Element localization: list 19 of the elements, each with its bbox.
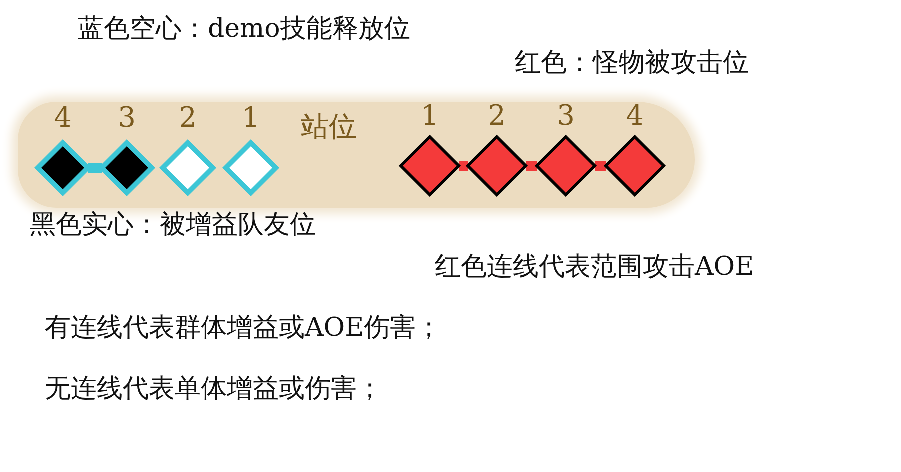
connector-line (526, 161, 537, 171)
note-text: 蓝色空心：demo技能释放位 (78, 14, 410, 46)
position-number: 3 (557, 102, 575, 130)
note-text: 红色连线代表范围攻击AOE (435, 252, 754, 284)
position-number: 1 (421, 102, 439, 130)
connector-line (88, 163, 102, 173)
position-number: 2 (488, 102, 506, 130)
band-title: 站位 (301, 110, 357, 144)
position-band (18, 102, 695, 208)
position-number: 1 (242, 104, 260, 132)
note-text: 黑色实心：被增益队友位 (30, 210, 316, 242)
position-number: 3 (118, 104, 136, 132)
note-text: 无连线代表单体增益或伤害； (45, 374, 383, 406)
note-text: 有连线代表群体增益或AOE伤害； (45, 313, 442, 344)
position-number: 4 (626, 102, 644, 130)
position-number: 4 (54, 104, 72, 132)
position-number: 2 (179, 104, 197, 132)
connector-line (595, 161, 606, 171)
note-text: 红色：怪物被攻击位 (515, 48, 749, 80)
